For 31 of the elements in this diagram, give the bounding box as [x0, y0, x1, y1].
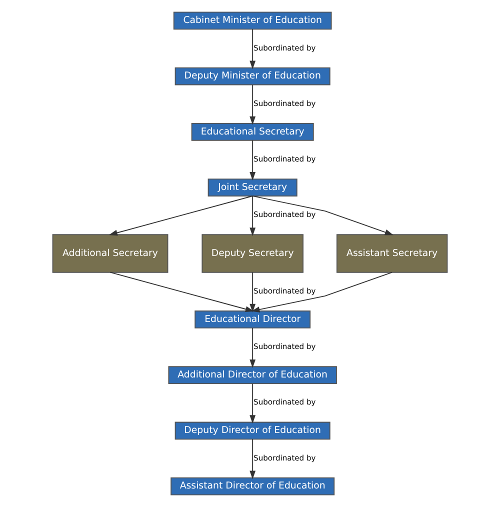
arrow: [250, 383, 256, 424]
edge-label: Subordinated by: [254, 43, 316, 52]
edge-label: Subordinated by: [254, 286, 316, 296]
node-box: Deputy Director of Education: [174, 422, 330, 440]
node-box: Deputy Secretary: [202, 234, 304, 273]
edge-label: Subordinated by: [254, 98, 316, 108]
edge-label: Subordinated by: [254, 342, 316, 352]
node-box: Cabinet Minister of Education: [173, 12, 332, 30]
edge-label: Subordinated by: [254, 154, 316, 164]
node-box: Joint Secretary: [208, 178, 298, 196]
node-box: Additional Director of Education: [168, 366, 337, 384]
arrow: [250, 196, 256, 236]
arrow: [252, 196, 394, 236]
arrow: [251, 272, 393, 312]
arrow: [250, 84, 256, 125]
node-box: Educational Director: [194, 310, 311, 328]
node-box: Additional Secretary: [52, 234, 168, 273]
edge-label: Subordinated by: [254, 453, 316, 462]
edge-label: Subordinated by: [254, 398, 316, 407]
node-box: Assistant Secretary: [336, 234, 448, 273]
node-box: Educational Secretary: [191, 122, 314, 141]
node-box: Assistant Director of Education: [170, 477, 335, 496]
node-box: Deputy Minister of Education: [174, 67, 330, 86]
arrow: [110, 272, 254, 312]
arrow: [250, 272, 256, 312]
arrow: [250, 327, 256, 368]
arrow: [250, 438, 256, 480]
arrow: [250, 28, 256, 70]
arrow: [250, 140, 256, 180]
edge-label: Subordinated by: [254, 210, 316, 220]
arrow: [108, 196, 254, 236]
